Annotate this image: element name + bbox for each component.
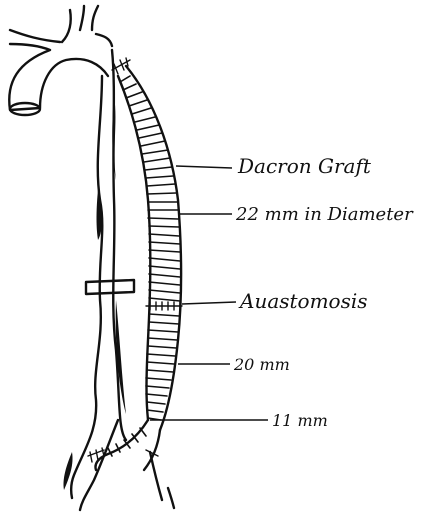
leader-graft <box>176 166 232 168</box>
leader-anastomosis <box>182 302 236 304</box>
graft-anastomosis-stitch <box>146 302 182 310</box>
vessel-ligature <box>86 280 134 294</box>
label-diameter: 22 mm in Diameter <box>235 204 414 225</box>
arch-branches <box>62 6 112 46</box>
left-iliac-branch <box>150 452 174 508</box>
label-dacron-graft: Dacron Graft <box>237 154 372 178</box>
right-iliac-branch <box>80 420 118 510</box>
label-11mm: 11 mm <box>272 411 328 430</box>
dacron-graft <box>88 58 182 470</box>
distal-anastomosis-stitch <box>88 448 158 462</box>
proximal-anastomosis-stitch <box>112 58 130 74</box>
label-20mm: 20 mm <box>233 355 290 374</box>
callout-labels: Dacron Graft 22 mm in Diameter Auastomos… <box>233 154 414 430</box>
vessel-shadow-lower <box>116 300 126 414</box>
label-anastomosis: Auastomosis <box>238 289 368 313</box>
aortic-arch-outer <box>9 30 108 110</box>
